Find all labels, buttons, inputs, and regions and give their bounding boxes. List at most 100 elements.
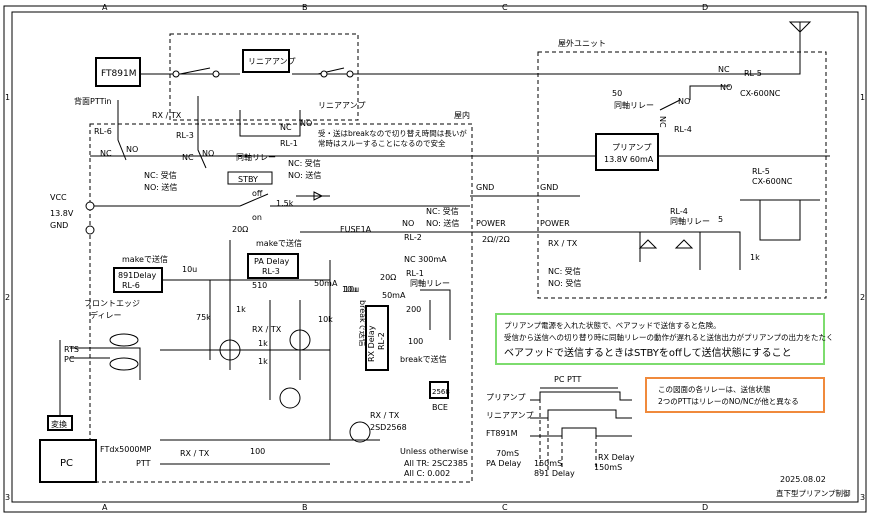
timing-pa-delay: PA Delay [486,459,522,468]
gnd-outdoor: GND [540,183,558,192]
rl4b-label: RL-4 [670,207,688,216]
pc-box-label: PC [60,458,73,469]
timing-markers [539,392,597,470]
r-50ma-b: 50mA [382,291,406,300]
delay891-box [113,267,163,293]
rl2-label: RL-2 [404,233,422,242]
row-2-right: 2 [860,293,865,302]
rl6-nc: NC [100,149,112,158]
pa-delay-label: PA Delay [254,257,290,266]
r-1k-b: 1k [258,339,268,348]
r-10k: 10k [318,315,333,324]
pc-label: PC [64,355,75,364]
rl4-no: NO [678,97,690,106]
gnd-mid-label: GND [476,183,494,192]
rl3-label: RL-3 [176,131,194,140]
col-d-top: D [702,3,708,12]
c-10u: 10u [182,265,197,274]
rx-tx-right: RX / TX [548,239,578,248]
orange-note-box [645,377,825,413]
green-note-3: ベアフッドで送信するときはSTBYをoffして送信状態にすること [504,346,792,359]
preamp-voltage: 13.8V 60mA [604,155,654,164]
rl2b-label: RL-2 [377,332,386,350]
vcc-terminal [85,201,95,211]
rl6-no: NO [126,145,138,154]
r-100-bottom: 100 [250,447,265,456]
relay-coil [420,289,451,340]
rx-delay-label: RX Delay [367,325,376,362]
ft891m-label: FT891M [101,69,136,79]
rl6-no-tx: NO: 送信 [144,182,177,192]
timing-rx-delay: RX Delay [598,453,635,462]
timing-ft891-wave [530,427,632,437]
cx600b-label: CX-600NC [752,177,793,186]
outdoor-wiring [600,199,820,270]
rl4-nc: NC [658,116,667,128]
green-note-box [495,313,825,365]
note-break-2: 常時はスルーすることになるので安全 [318,138,446,148]
all-c-note: All C: 0.002 [404,469,450,478]
c-10u-3: 10u [342,285,357,294]
orange-note-2: 2つのPTTはリレーのNO/NCが他と異なる [658,396,799,406]
bce-label: BCE [432,403,448,412]
rl3-nc: NC [182,153,194,162]
timing-150b: 150mS [594,463,622,472]
r-50ma: 50mA [314,279,338,288]
col-b-top: B [302,3,308,12]
linear-amp-region [169,33,359,121]
make-tx: makeで送信 [122,254,168,264]
r-50: 50 [612,89,622,98]
rl2-nc-rx: NC: 受信 [426,206,459,216]
indoor-label: 屋内 [454,110,470,120]
col-d-bottom: D [702,503,708,512]
ferrite-core [109,357,139,371]
col-a-bottom: A [102,503,108,512]
delay-label: ディレー [90,310,121,320]
stby-on: on [252,213,262,222]
circuit-wiring [160,240,380,441]
rl3-no: NO [202,149,214,158]
terminal [212,70,220,78]
rl6-switch [117,100,127,161]
terminal [346,70,354,78]
sync-relay3: 同軸リレー [614,100,654,110]
green-note-1: プリアンプ電源を入れた状態で、ベアフッドで送信すると危険。 [504,320,721,330]
rl2-nc: NO [402,219,414,228]
timing-preamp: プリアンプ [486,393,525,402]
coax-line-top [140,32,801,75]
row-1-right: 1 [860,93,865,102]
gnd-label: GND [50,221,68,230]
linear-amp-box [242,49,290,73]
rl3b-label: RL-3 [262,267,280,276]
v138-label: 13.8V [50,209,74,218]
linear-amp-switches [179,67,345,75]
transistor [289,329,311,351]
pc-wiring [59,340,141,416]
indoor-region [89,123,473,483]
timing-150a: 150mS [534,459,562,468]
rx-tx-q: RX / TX [370,411,400,420]
vcc-label: VCC [50,193,67,202]
sync-relay4: 同軸リレー [670,216,710,226]
r-1k-a: 1k [236,305,246,314]
transistor [349,421,371,443]
rl6-nc-rx: NC: 受信 [144,170,177,180]
col-c-bottom: C [502,503,508,512]
no-tx2: NO: 受信 [548,278,581,288]
linear-amp-box-label: リニアアンプ [248,57,295,66]
front-edge: フロントエッジ [84,299,140,308]
break-tx: breakで送信 [358,300,368,347]
rl6b-label: RL-6 [122,281,140,290]
orange-note-1: この図面の各リレーは、送信状態 [658,384,771,394]
fuse-label: FUSE1A [340,225,372,234]
pa-delay-box [247,253,299,279]
all-tr-note: All TR: 2SC2385 [404,459,468,468]
rts-label: RTS [64,345,79,354]
rl4-label: RL-4 [674,125,692,134]
col-b-bottom: B [302,503,308,512]
power-outdoor: POWER [540,219,570,228]
ptt-back-label: 背面PTTin [74,96,112,106]
ptt-label: PTT [136,459,151,468]
stby-off: off [252,189,263,198]
